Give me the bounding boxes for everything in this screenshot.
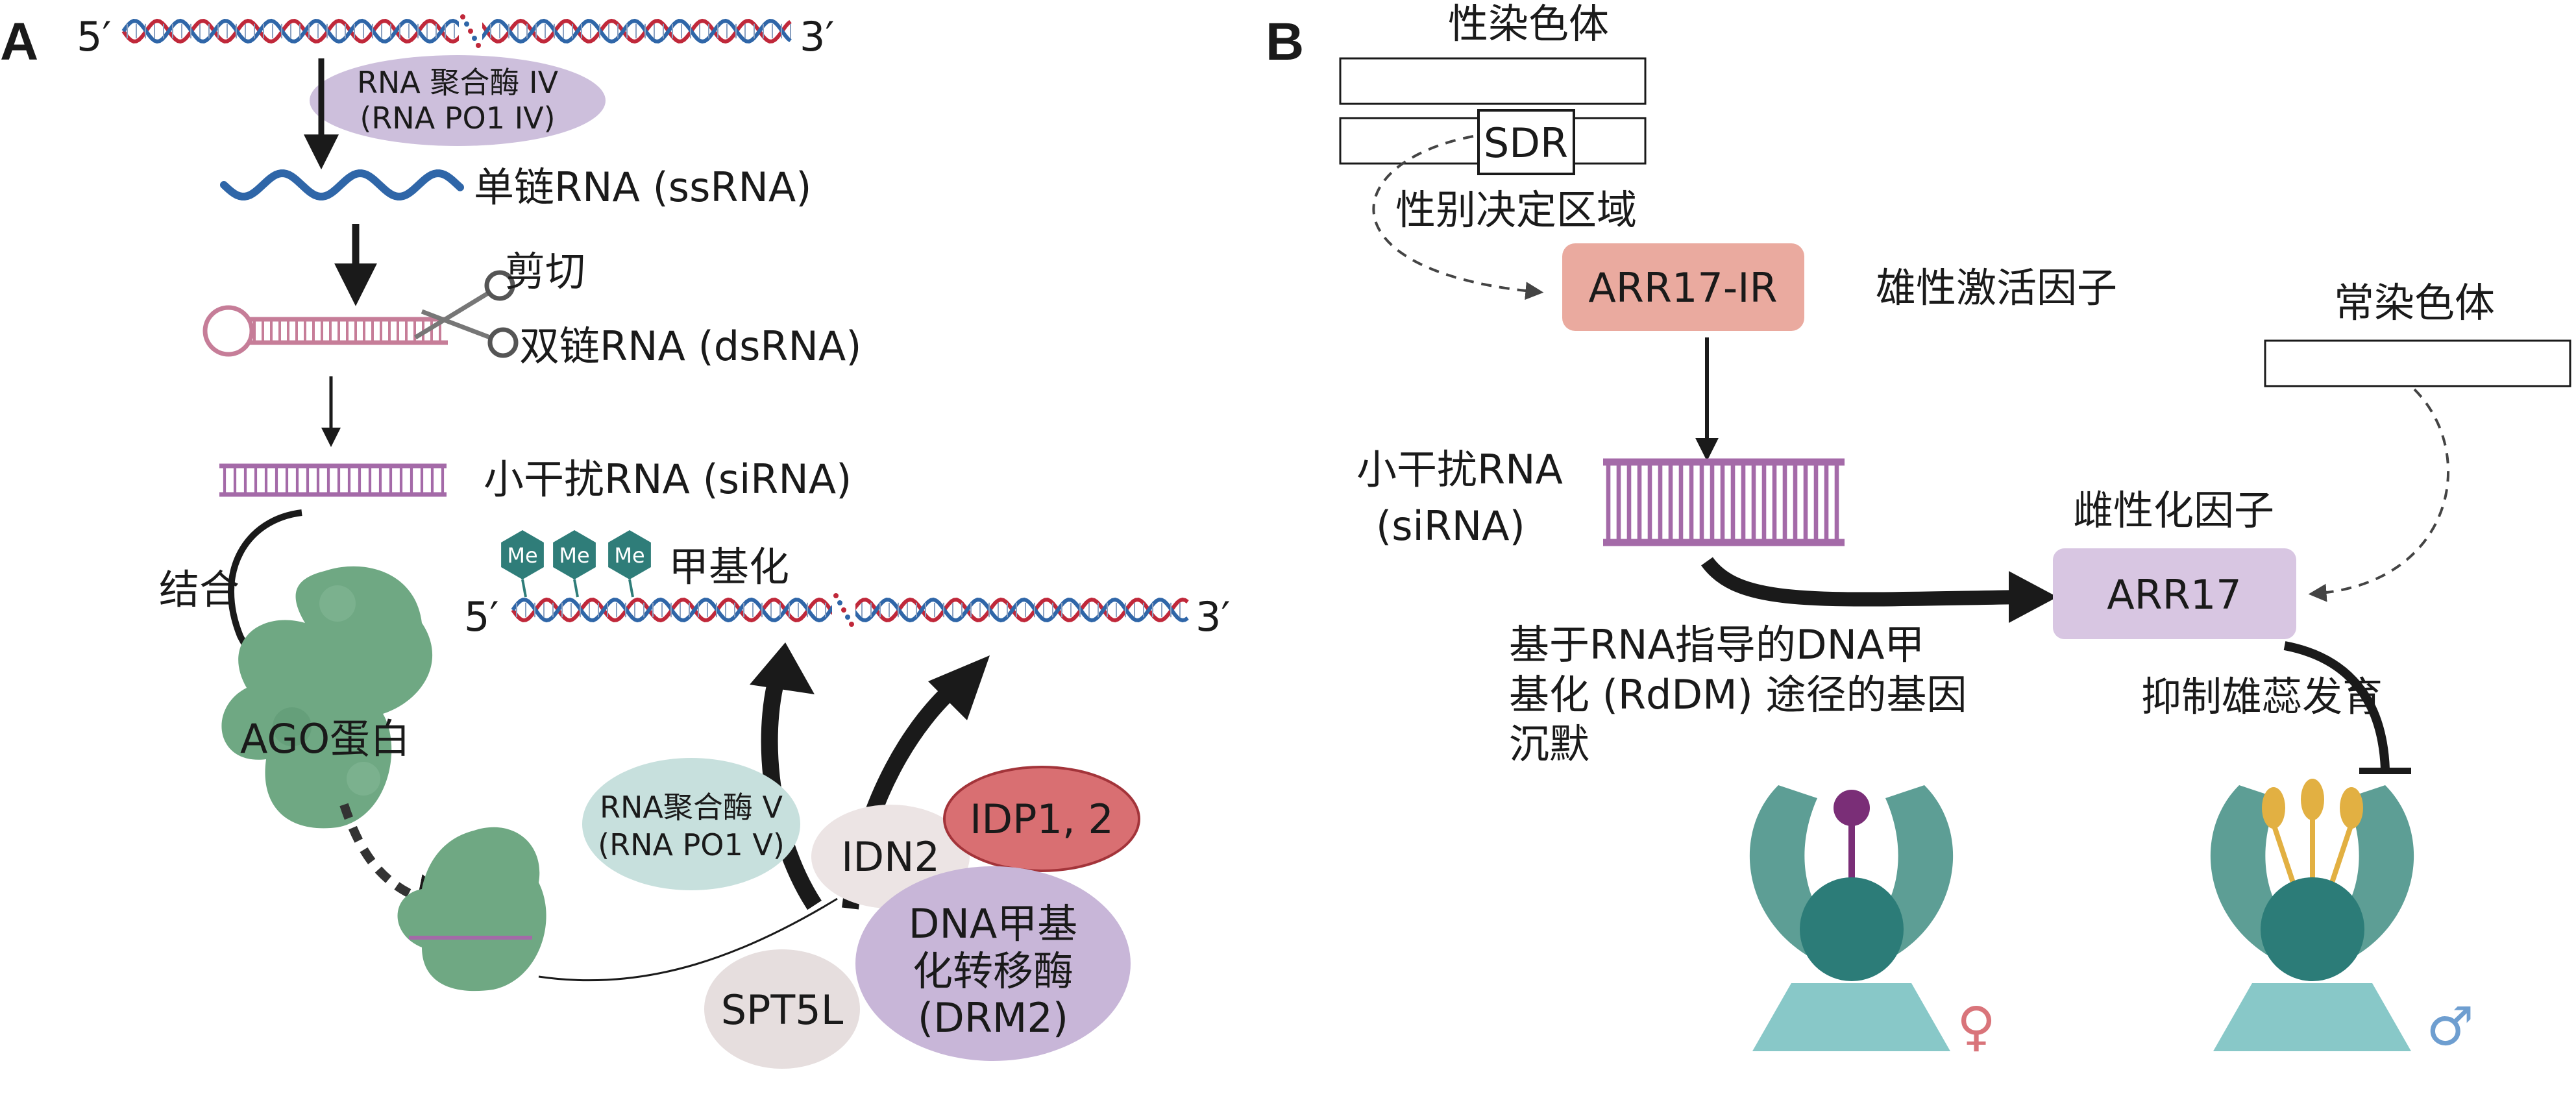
- spt5l-ellipse: [704, 949, 860, 1069]
- female-flower-icon: [1749, 785, 1954, 1051]
- male-activator-label: 雄性激活因子: [1876, 264, 2117, 311]
- sdr-box: [1477, 109, 1575, 175]
- dna-nucleotide-dot: [472, 36, 477, 41]
- sdr-region-label: 性别决定区域: [1395, 186, 1637, 234]
- sex-chromosome-label: 性染色体: [1448, 0, 1609, 47]
- rna-pol-iv-label: RNA 聚合酶 IV: [357, 65, 559, 100]
- me-tag-stem: [628, 579, 634, 598]
- panel-b-letter: B: [1266, 12, 1304, 71]
- rna-pol-iv-ellipse: [310, 55, 606, 146]
- sirna-b-line2: (siRNA): [1376, 502, 1525, 550]
- dsrna-label: 双链RNA (dsRNA): [519, 323, 862, 370]
- drm2-label-line1: DNA甲基: [909, 900, 1078, 947]
- methyl-group-tags: Me Me Me: [501, 530, 651, 598]
- me-tag-label: Me: [507, 543, 537, 568]
- arr17-box: [2053, 548, 2296, 639]
- dna-strand: [121, 18, 792, 44]
- dsrna-hairpin: [202, 305, 448, 357]
- male-symbol-icon: ♂: [2426, 996, 2474, 1058]
- sex-chromosome-bar-1: [1339, 57, 1647, 105]
- methylation-label: 甲基化: [669, 543, 789, 591]
- dna-double-helix-top: [121, 14, 792, 48]
- suppress-label: 抑制雄蕊发育: [2141, 673, 2383, 720]
- ago-protein-icon: [221, 566, 433, 829]
- inhibit-arrow-arr17: [2283, 641, 2390, 770]
- me-hexagon: [608, 530, 651, 579]
- female-symbol-icon: ♀: [1957, 996, 1996, 1058]
- ago-label: AGO蛋白: [240, 715, 410, 762]
- rddm-line3: 沉默: [1509, 720, 1589, 768]
- big-arrowhead-right: [928, 655, 990, 720]
- dna-nucleotide-dot: [833, 593, 839, 598]
- dna-nucleotide-dot: [476, 43, 481, 48]
- ssrna-label: 单链RNA (ssRNA): [474, 164, 811, 211]
- drm2-label-line2: 化转移酶: [913, 947, 1073, 995]
- autosome-bar: [2264, 339, 2571, 387]
- arrow-autosome-to-arr17: [2308, 388, 2450, 602]
- panel-a-letter: A: [0, 12, 38, 71]
- idp-ellipse: [943, 766, 1140, 872]
- idp-label: IDP1, 2: [970, 796, 1114, 843]
- fem-factor-label: 雌性化因子: [2073, 487, 2274, 534]
- me-tag-label: Me: [559, 543, 589, 568]
- me-tag-stem: [521, 579, 527, 598]
- dna-top-three-prime: 3′: [800, 13, 835, 60]
- sirna-b-line1: 小干扰RNA: [1356, 446, 1563, 493]
- dna-nucleotide-dot: [464, 21, 469, 27]
- dna-bottom-five-prime: 5′: [464, 593, 499, 640]
- dna-nucleotide-dot: [841, 607, 846, 613]
- arrowhead-to-arr17: [2009, 571, 2057, 623]
- rna-pol-v-label: RNA聚合酶 V: [600, 790, 783, 825]
- cut-label: 剪切: [505, 248, 585, 295]
- scissors-icon: [414, 270, 519, 358]
- arr17-label: ARR17: [2107, 571, 2241, 618]
- me-tag-stem: [573, 579, 579, 598]
- idn2-label: IDN2: [841, 833, 940, 881]
- sdr-label: SDR: [1484, 119, 1568, 167]
- rddm-line2: 基化 (RdDM) 途径的基因: [1509, 671, 1967, 718]
- autosome-label: 常染色体: [2334, 279, 2495, 326]
- rna-pol-v-ellipse: [582, 758, 800, 890]
- dna-strand: [121, 18, 792, 44]
- sirna-duplex-b: [1603, 458, 1845, 546]
- dna-nucleotide-dot: [845, 615, 850, 620]
- spt5l-label: SPT5L: [721, 986, 844, 1034]
- rna-pol-iv-abbrev: (RNA PO1 IV): [360, 101, 555, 136]
- ssrna-strand: [220, 169, 464, 201]
- dna-nucleotide-dot: [468, 29, 473, 34]
- dna-bottom-three-prime: 3′: [1196, 593, 1231, 640]
- dna-top-five-prime: 5′: [77, 13, 112, 60]
- ago-sirna-complex: [397, 827, 546, 992]
- sirna-duplex-a: [219, 463, 447, 497]
- drm2-ellipse: [855, 866, 1131, 1061]
- rna-pol-v-abbrev: (RNA PO1 V): [598, 827, 785, 862]
- me-hexagon: [501, 530, 544, 579]
- me-tag-label: Me: [614, 543, 644, 568]
- me-hexagon: [553, 530, 596, 579]
- rddm-line1: 基于RNA指导的DNA甲: [1509, 621, 1924, 668]
- bind-label: 结合: [159, 566, 239, 613]
- dna-nucleotide-dot: [460, 14, 465, 19]
- drm2-label-line3: (DRM2): [918, 994, 1068, 1041]
- dna-nucleotide-dot: [837, 600, 842, 605]
- arr17ir-label: ARR17-IR: [1588, 264, 1777, 311]
- big-arrowhead-left: [750, 642, 815, 694]
- sirna-label-a: 小干扰RNA (siRNA): [484, 456, 852, 503]
- arr17ir-box: [1562, 243, 1804, 331]
- dna-nucleotide-dot: [849, 622, 854, 627]
- arrow-sirna-to-arr17: [1701, 557, 2026, 607]
- male-flower-icon: [2210, 779, 2414, 1051]
- complex-to-drm2-curve: [538, 897, 838, 982]
- dna-double-helix-bottom: [511, 593, 1189, 627]
